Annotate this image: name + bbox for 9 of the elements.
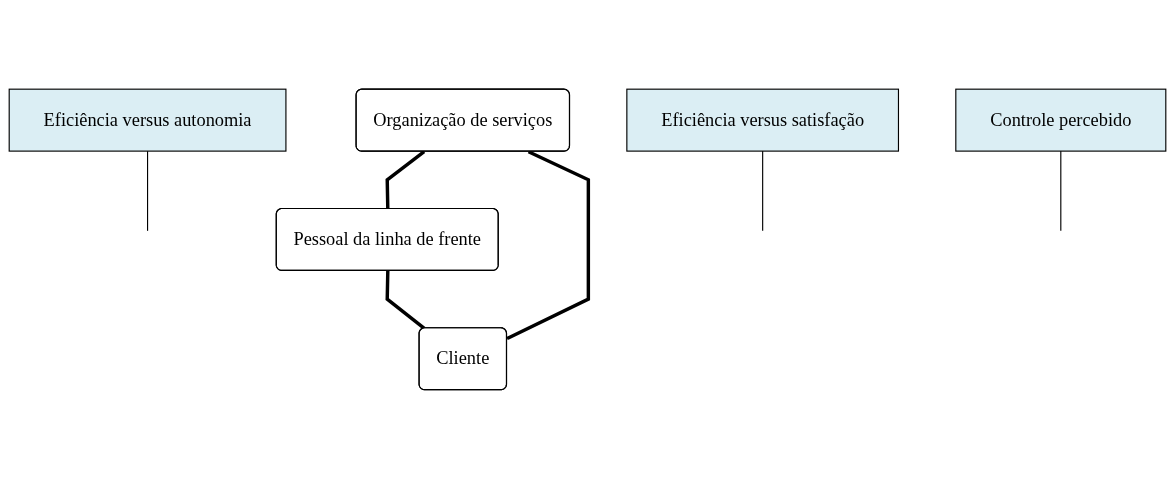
connector [385,150,426,210]
connector [506,150,591,341]
connector [147,150,149,232]
connector [1060,150,1062,232]
node-box: Controle percebido [955,88,1167,152]
node-box: Eficiência versus autonomia [8,88,287,152]
connector [762,150,764,232]
node-box: Eficiência versus satisfação [626,88,900,152]
connector [385,271,426,330]
